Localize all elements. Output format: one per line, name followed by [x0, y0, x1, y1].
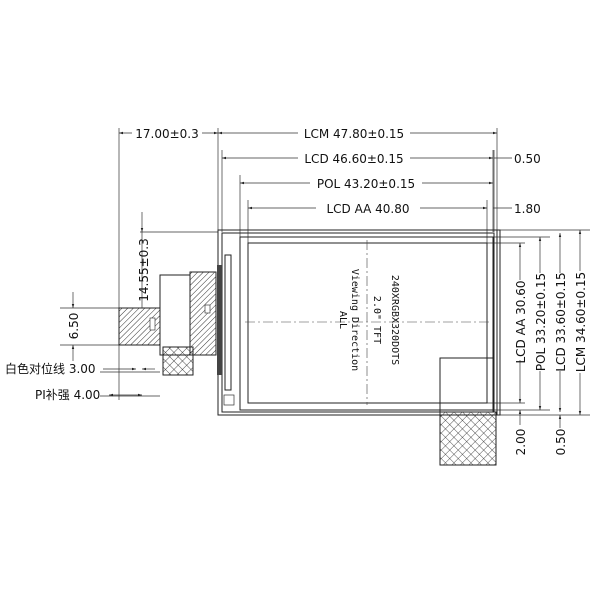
dim-aa-right-gap: 1.80	[514, 202, 541, 216]
bottom-hatched-area	[439, 411, 497, 466]
lcm-outline	[217, 229, 501, 416]
panel-text: 240XRGBX320DOTS 2.0" TFT Viewing Directi…	[337, 269, 400, 371]
left-dimensions: 14.55±0.3 6.50 白色对位线 3.00 PI补强 4.00	[5, 212, 155, 402]
panel-resolution: 240XRGBX320DOTS	[389, 275, 400, 365]
dim-fpc-height: 14.55±0.3	[137, 238, 151, 302]
dim-align-line: 白色对位线 3.00	[5, 361, 96, 376]
dim-tail-width: 6.50	[67, 313, 81, 340]
right-dimensions: LCD AA 30.60 POL 33.20±0.15 LCD 33.60±0.…	[512, 230, 588, 455]
dim-aa-bottom-gap: 2.00	[514, 429, 528, 456]
fpc-cable	[118, 271, 217, 376]
dim-lcd-right-gap: 0.50	[514, 152, 541, 166]
dim-pol-height: POL 33.20±0.15	[534, 273, 548, 371]
panel-viewing-value: ALL	[337, 311, 348, 329]
panel-size: 2.0" TFT	[371, 296, 382, 344]
horizontal-dimensions: 17.00±0.3 LCM 47.80±0.15 LCD 46.60±0.15 …	[119, 125, 541, 216]
dim-aa-width: LCD AA 40.80	[326, 202, 409, 216]
dim-lcm-height: LCM 34.60±0.15	[574, 272, 588, 372]
dim-lcd-height: LCD 33.60±0.15	[554, 272, 568, 371]
dim-lcm-width: LCM 47.80±0.15	[304, 127, 404, 141]
ic-outline	[439, 357, 494, 413]
dim-pi-stiffener: PI补强 4.00	[35, 388, 100, 402]
panel-viewing-direction: Viewing Direction	[349, 269, 360, 371]
dim-lcd-bottom-gap: 0.50	[554, 429, 568, 456]
dim-fpc-offset: 17.00±0.3	[135, 127, 199, 141]
dim-pol-width: POL 43.20±0.15	[317, 177, 415, 191]
dim-aa-height: LCD AA 30.60	[514, 280, 528, 363]
extension-lines	[60, 128, 590, 416]
dim-lcd-width: LCD 46.60±0.15	[304, 152, 403, 166]
